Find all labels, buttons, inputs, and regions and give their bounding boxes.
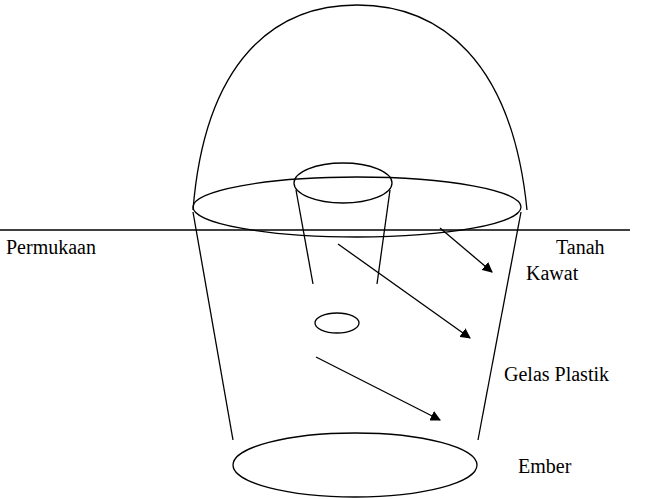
part-label: Gelas Plastik bbox=[502, 363, 611, 386]
part-label: Tanah bbox=[554, 236, 607, 259]
part-label: Permukaan bbox=[4, 236, 98, 259]
bucket-side bbox=[193, 212, 233, 440]
bucket-side bbox=[478, 212, 521, 440]
hole bbox=[315, 313, 359, 333]
ground-line bbox=[0, 229, 630, 230]
part-label: Kawat bbox=[524, 262, 580, 285]
wire-handle bbox=[193, 5, 527, 210]
leader-arrow bbox=[338, 244, 470, 338]
leader-arrow bbox=[316, 357, 440, 420]
cup-side bbox=[377, 190, 390, 284]
leader-arrow bbox=[440, 228, 492, 272]
cup-side bbox=[296, 190, 313, 284]
part-label: Ember bbox=[516, 455, 573, 478]
bucket-bottom bbox=[233, 433, 477, 497]
bucket-rim bbox=[193, 177, 521, 237]
cup-rim bbox=[294, 163, 392, 203]
